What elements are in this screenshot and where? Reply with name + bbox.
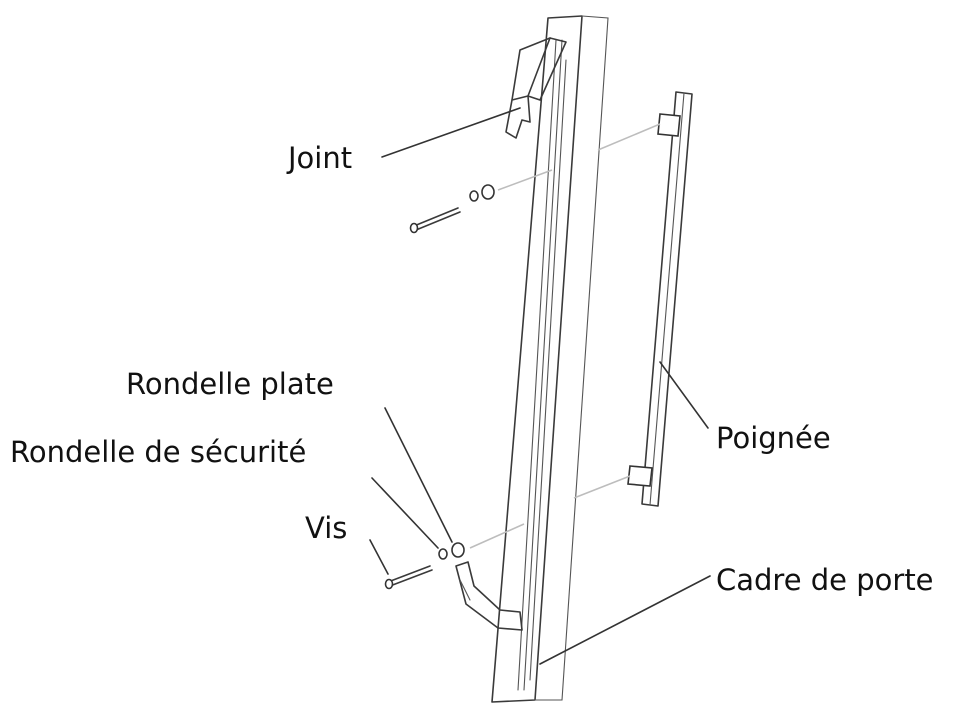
door-frame xyxy=(491,15,609,703)
top-fastener xyxy=(409,184,495,234)
label-joint: Joint xyxy=(286,141,352,175)
leader-lines xyxy=(369,107,711,665)
bottom-fastener xyxy=(384,542,465,590)
handle xyxy=(627,91,693,507)
label-rondelle-plate: Rondelle plate xyxy=(126,367,334,401)
guide-lines xyxy=(469,123,661,549)
label-vis: Vis xyxy=(305,511,347,545)
seal-top xyxy=(505,37,567,139)
label-cadre-de-porte: Cadre de porte xyxy=(716,563,934,597)
label-poignee: Poignée xyxy=(716,421,831,455)
seal-bottom xyxy=(455,561,523,631)
label-rondelle-securite: Rondelle de sécurité xyxy=(10,435,306,469)
